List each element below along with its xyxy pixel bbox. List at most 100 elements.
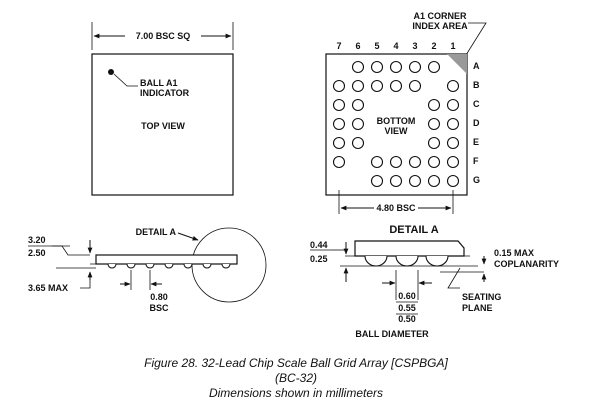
column-label: 2	[431, 41, 436, 51]
solder-ball	[351, 117, 365, 131]
solder-ball	[370, 60, 384, 74]
solder-ball	[427, 136, 441, 150]
row-label: D	[473, 118, 480, 128]
row-label: C	[473, 99, 480, 109]
solder-ball	[389, 79, 403, 93]
bottom-view-package	[325, 53, 468, 196]
solder-ball	[408, 174, 422, 188]
solder-ball	[107, 263, 117, 269]
column-label: 1	[450, 41, 455, 51]
caption-line2: (BC-32)	[275, 371, 317, 385]
solder-ball	[389, 155, 403, 169]
solder-ball	[395, 255, 419, 267]
column-labels: 7 6 5 4 3 2 1	[336, 41, 455, 51]
row-label: G	[473, 175, 480, 185]
solder-ball	[126, 263, 136, 269]
dim-label-bg	[125, 29, 201, 42]
solder-ball	[332, 79, 346, 93]
corner-leader	[465, 22, 487, 56]
side-view-balls	[107, 263, 231, 269]
height-min-label: 2.50	[28, 248, 46, 258]
caption-line1: Figure 28. 32-Lead Chip Scale Ball Grid …	[144, 356, 448, 370]
side-view-package-body	[95, 254, 238, 265]
seating-label-line2: PLANE	[462, 303, 493, 313]
bottom-dim-label: 4.80 BSC	[376, 203, 416, 213]
solder-ball	[370, 79, 384, 93]
solder-ball	[408, 60, 422, 74]
row-labels: A B C D E F G	[473, 61, 480, 185]
pitch-label-line2: BSC	[149, 303, 169, 313]
detail-a-callout-arrow	[177, 232, 199, 241]
caption-line3: Dimensions shown in millimeters	[209, 386, 383, 400]
solder-ball	[446, 155, 460, 169]
solder-ball	[427, 174, 441, 188]
detail-a-callout-label: DETAIL A	[136, 227, 177, 237]
ball-diameter-label: BALL DIAMETER	[355, 329, 429, 339]
top-view: 7.00 BSC SQ BALL A1 INDICATOR TOP VIEW	[91, 22, 234, 196]
solder-ball	[427, 155, 441, 169]
solder-ball	[427, 60, 441, 74]
row-label: F	[473, 156, 479, 166]
ball-a1-leader	[113, 73, 138, 87]
solder-ball	[370, 155, 384, 169]
ball-dia-min-label: 0.50	[398, 314, 416, 324]
solder-ball	[446, 98, 460, 112]
row-label: E	[473, 137, 479, 147]
bottom-view-title-line1: BOTTOM	[377, 116, 416, 126]
column-label: 3	[412, 41, 417, 51]
solder-ball	[145, 263, 155, 269]
detail-a-title: DETAIL A	[389, 224, 438, 236]
solder-ball	[351, 79, 365, 93]
solder-ball	[408, 155, 422, 169]
coplanarity-label-line1: 0.15 MAX	[494, 248, 534, 258]
column-label: 5	[374, 41, 379, 51]
solder-ball	[332, 98, 346, 112]
solder-ball	[364, 255, 388, 267]
solder-ball	[202, 263, 212, 269]
solder-ball	[408, 79, 422, 93]
solder-ball	[389, 60, 403, 74]
solder-ball	[351, 136, 365, 150]
solder-ball	[351, 98, 365, 112]
a1-corner-index-mark	[447, 54, 467, 74]
solder-ball	[332, 117, 346, 131]
row-label: B	[473, 80, 480, 90]
ball-dia-max-label: 0.60	[398, 291, 416, 301]
height-leader	[52, 245, 90, 256]
figure-caption: Figure 28. 32-Lead Chip Scale Ball Grid …	[144, 356, 448, 400]
column-label: 4	[393, 41, 398, 51]
total-height-leader	[80, 272, 91, 289]
standoff-min-label: 0.25	[310, 254, 328, 264]
solder-ball	[446, 79, 460, 93]
solder-ball	[446, 136, 460, 150]
solder-ball	[351, 60, 365, 74]
top-dim-label: 7.00 BSC SQ	[136, 31, 191, 41]
solder-ball	[183, 263, 193, 269]
seating-label-line1: SEATING	[462, 292, 501, 302]
total-height-label: 3.65 MAX	[28, 283, 68, 293]
solder-ball	[332, 136, 346, 150]
bottom-view-title-line2: VIEW	[384, 126, 408, 136]
top-view-package	[91, 53, 234, 196]
solder-ball	[446, 117, 460, 131]
solder-ball	[389, 174, 403, 188]
corner-label-line1: A1 CORNER	[413, 11, 467, 21]
corner-label-line2: INDEX AREA	[412, 21, 468, 31]
column-label: 6	[355, 41, 360, 51]
solder-ball	[332, 155, 346, 169]
seating-plane-leader	[447, 267, 461, 289]
solder-ball	[427, 98, 441, 112]
column-label: 7	[336, 41, 341, 51]
solder-ball	[425, 255, 449, 267]
side-view: DETAIL A 3.20 2.50 3.65 MAX 0.80 BSC	[28, 227, 267, 313]
solder-ball	[446, 174, 460, 188]
solder-ball	[370, 174, 384, 188]
solder-ball	[164, 263, 174, 269]
height-max-label: 3.20	[28, 235, 46, 245]
solder-ball	[221, 263, 231, 269]
row-label: A	[473, 61, 480, 71]
ball-a1-label-line2: INDICATOR	[140, 88, 190, 98]
detail-a-package-body	[354, 240, 465, 257]
dim-label-bg	[374, 201, 418, 214]
